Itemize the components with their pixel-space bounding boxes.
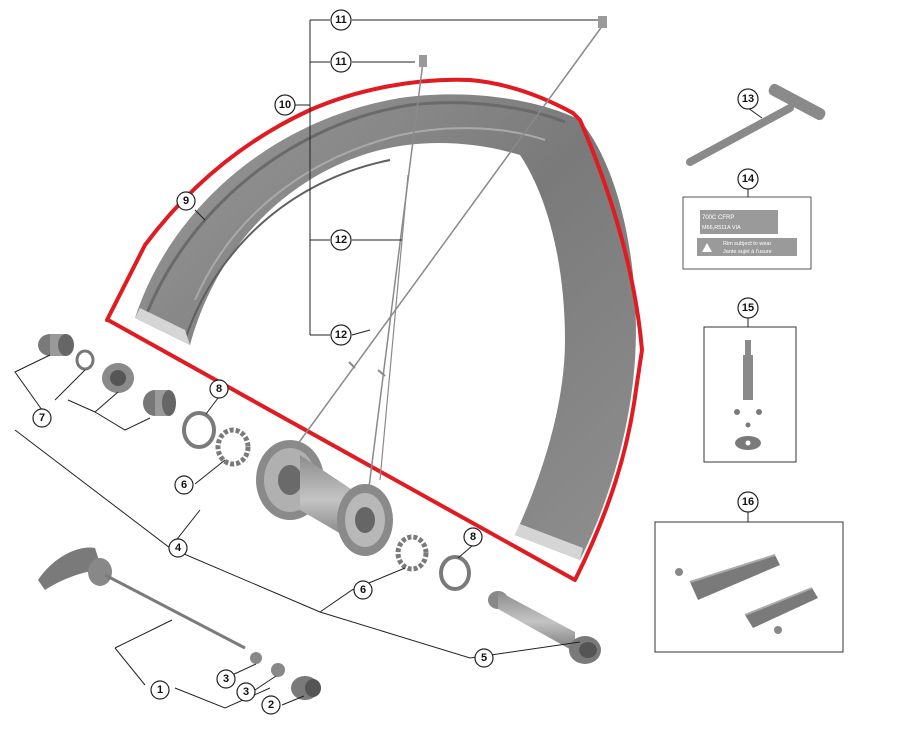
callout-4-number: 4 [175,542,182,554]
quick-release-lever [38,547,246,650]
callout-12a-number: 12 [335,234,347,246]
callout-14-number: 14 [742,173,755,185]
callout-6b: 6 [353,580,373,600]
callout-15-number: 15 [742,302,754,314]
spokes [291,16,607,496]
rim-label-line1: 700C CFRP [702,215,734,221]
brake-pad-box [654,521,844,653]
callout-4: 4 [168,538,188,558]
callout-11b-number: 11 [335,56,347,68]
callout-7-number: 7 [39,412,45,424]
callout-6a: 6 [174,475,194,495]
callout-10-number: 10 [279,99,291,111]
callout-6b-number: 6 [360,584,366,596]
callout-3b: 3 [236,682,256,702]
rim-label-line4: Jante sujet à l'usure [723,249,772,255]
callout-8b: 8 [463,527,483,547]
callout-16: 16 [737,491,759,513]
callout-8a-number: 8 [216,383,222,395]
callout-6a-number: 6 [181,479,187,491]
dust-seal-right [439,555,471,591]
callout-3b-number: 3 [243,686,249,698]
callout-10: 10 [274,94,296,116]
callout-9: 9 [176,191,196,211]
callout-13-number: 13 [742,93,754,105]
callout-3a: 3 [216,669,236,689]
callout-1-number: 1 [157,684,163,696]
spoke-wrench-tool [686,83,826,166]
callout-11a-number: 11 [335,14,347,26]
washer-left [75,349,95,371]
bearing-right [395,534,429,572]
callout-12b-number: 12 [335,329,347,341]
spring-small-2 [271,663,285,677]
callout-8a: 8 [209,379,229,399]
callout-12a: 12 [330,229,352,251]
rim [135,94,636,561]
callout-13: 13 [737,88,759,110]
adjusting-nut [291,676,321,700]
rim-label-sticker: 700C CFRP M66,R511A VIA Rim subject to w… [682,196,812,270]
cone-left [143,390,176,416]
freehub-axle [488,591,601,664]
callout-14: 14 [737,168,759,190]
callout-5: 5 [474,648,494,668]
callout-5-number: 5 [481,652,487,664]
callout-9-number: 9 [183,195,189,207]
callout-12b: 12 [330,324,352,346]
rim-label-line2: M66,R511A VIA [702,225,741,231]
callout-2-number: 2 [268,699,274,711]
callout-7: 7 [32,408,52,428]
callout-15: 15 [737,297,759,319]
callout-11b: 11 [330,51,352,73]
bearing-left [215,427,251,467]
callout-16-number: 16 [742,496,754,508]
callout-11a: 11 [330,9,352,31]
spring-small-1 [250,652,262,664]
rim-highlight-outline [105,77,644,582]
callout-1: 1 [150,680,170,700]
warning-icon [702,243,712,252]
lock-nut-left [102,363,134,393]
callout-8b-number: 8 [470,531,476,543]
callout-3a-number: 3 [223,673,229,685]
callout-2: 2 [261,695,281,715]
valve-box [703,326,797,463]
dust-seal-left [182,411,216,449]
rim-label-line3: Rim subject to wear [723,241,771,247]
end-cap-left [38,334,74,356]
hub-body [256,440,393,556]
